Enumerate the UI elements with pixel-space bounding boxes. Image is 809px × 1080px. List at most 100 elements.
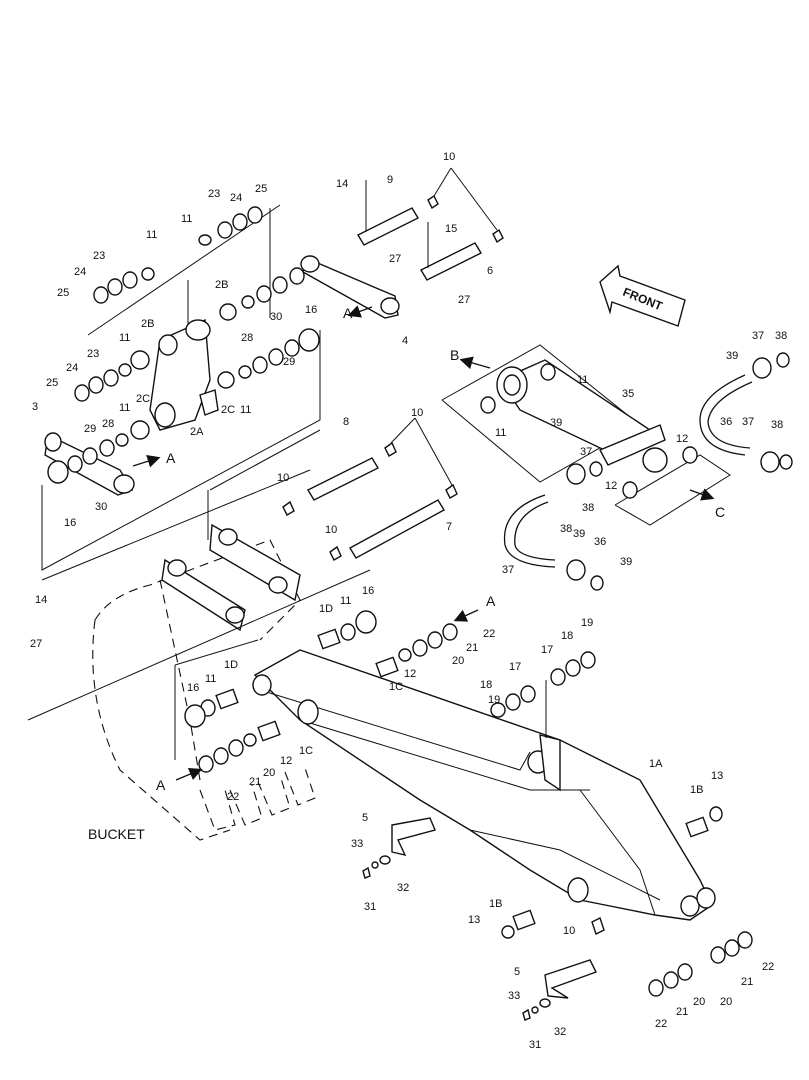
- part-number-label: 11: [205, 673, 216, 685]
- part-number-label: 37: [742, 416, 754, 428]
- part-number-label: 11: [340, 595, 351, 607]
- part-number-label: 11: [119, 402, 130, 414]
- linkage-assembly: [41, 167, 504, 571]
- part-number-label: 13: [711, 770, 723, 782]
- part-number-label: 1C: [299, 745, 313, 757]
- part-number-label: 20: [693, 996, 705, 1008]
- part-number-label: 38: [771, 419, 783, 431]
- part-number-label: 37: [502, 564, 514, 576]
- part-number-label: 5: [362, 812, 368, 824]
- part-number-label: 12: [404, 668, 416, 680]
- part-number-label: 11: [181, 213, 192, 225]
- part-number-label: 22: [762, 961, 774, 973]
- part-number-label: 30: [95, 501, 107, 513]
- dipper-arm: [175, 609, 753, 1021]
- part-number-label: 16: [64, 517, 76, 529]
- part-number-label: 23: [87, 348, 99, 360]
- part-number-label: 11: [146, 229, 157, 241]
- part-number-label: 27: [458, 294, 470, 306]
- part-number-label: 8: [343, 416, 349, 428]
- part-number-label: 17: [509, 661, 521, 673]
- part-number-label: 30: [270, 311, 282, 323]
- part-number-label: 23: [208, 188, 220, 200]
- part-number-label: 11: [240, 404, 251, 416]
- part-number-label: 13: [468, 914, 480, 926]
- part-number-label: 21: [741, 976, 753, 988]
- part-number-label: 39: [726, 350, 738, 362]
- part-number-label: 38: [560, 523, 572, 535]
- part-number-label: 36: [720, 416, 732, 428]
- section-label: A: [156, 777, 166, 793]
- part-number-label: 21: [249, 776, 261, 788]
- part-number-label: 16: [362, 585, 374, 597]
- front-arrow: [599, 264, 686, 327]
- bucket-label: BUCKET: [88, 826, 145, 842]
- part-number-label: 20: [720, 996, 732, 1008]
- part-number-label: 4: [402, 335, 408, 347]
- part-number-label: 25: [46, 377, 58, 389]
- part-number-label: 6: [487, 265, 493, 277]
- part-number-label: 35: [622, 388, 634, 400]
- part-number-label: 25: [255, 183, 267, 195]
- part-number-label: 16: [305, 304, 317, 316]
- part-number-label: 21: [676, 1006, 688, 1018]
- part-number-label: 2B: [215, 279, 228, 291]
- hydraulic-cylinder: [441, 264, 793, 591]
- part-number-label: 36: [594, 536, 606, 548]
- part-number-label: 10: [411, 407, 423, 419]
- part-number-label: 28: [102, 418, 114, 430]
- section-label: A: [166, 450, 176, 466]
- part-number-label: 2C: [136, 393, 150, 405]
- part-number-label: 16: [187, 682, 199, 694]
- part-number-label: 18: [480, 679, 492, 691]
- part-number-label: 39: [573, 528, 585, 540]
- part-number-label: 37: [752, 330, 764, 342]
- part-number-label: 20: [263, 767, 275, 779]
- part-number-label: 1C: [389, 681, 403, 693]
- part-number-label: 5: [514, 966, 520, 978]
- part-number-label: 37: [580, 446, 592, 458]
- part-number-label: 24: [66, 362, 78, 374]
- part-number-label: 22: [227, 791, 239, 803]
- part-number-label: 31: [529, 1039, 541, 1051]
- part-number-label: 24: [74, 266, 86, 278]
- part-number-label: 27: [30, 638, 42, 650]
- part-number-label: 27: [389, 253, 401, 265]
- part-number-label: 32: [397, 882, 409, 894]
- part-number-label: 38: [775, 330, 787, 342]
- section-label: A: [486, 593, 496, 609]
- part-number-label: 33: [508, 990, 520, 1002]
- part-number-label: 29: [84, 423, 96, 435]
- part-number-label: 9: [387, 174, 393, 186]
- part-number-label: 39: [620, 556, 632, 568]
- part-number-label: 19: [488, 694, 500, 706]
- part-number-label: 10: [325, 524, 337, 536]
- part-number-label: 2A: [190, 426, 204, 438]
- part-number-label: 11: [495, 427, 506, 439]
- part-number-label: 1A: [649, 758, 663, 770]
- part-number-label: 12: [280, 755, 292, 767]
- part-number-label: 12: [676, 433, 688, 445]
- part-number-label: 7: [446, 521, 452, 533]
- section-label: B: [450, 347, 459, 363]
- part-number-label: 15: [445, 223, 457, 235]
- arrow-a-upper: [132, 454, 161, 468]
- part-number-label: 31: [364, 901, 376, 913]
- part-number-label: 14: [35, 594, 47, 606]
- bucket-pins: [282, 417, 458, 561]
- part-number-label: 10: [277, 472, 289, 484]
- part-number-label: 10: [443, 151, 455, 163]
- part-number-label: 29: [283, 356, 295, 368]
- part-number-label: 1D: [319, 603, 333, 615]
- part-number-label: 11: [119, 332, 130, 344]
- part-number-label: 21: [466, 642, 478, 654]
- washer-stack: [47, 206, 320, 484]
- part-number-label: 28: [241, 332, 253, 344]
- part-number-label: 22: [655, 1018, 667, 1030]
- part-number-label: 25: [57, 287, 69, 299]
- section-label: C: [715, 504, 725, 520]
- part-number-label: 17: [541, 644, 553, 656]
- part-number-label: 1D: [224, 659, 238, 671]
